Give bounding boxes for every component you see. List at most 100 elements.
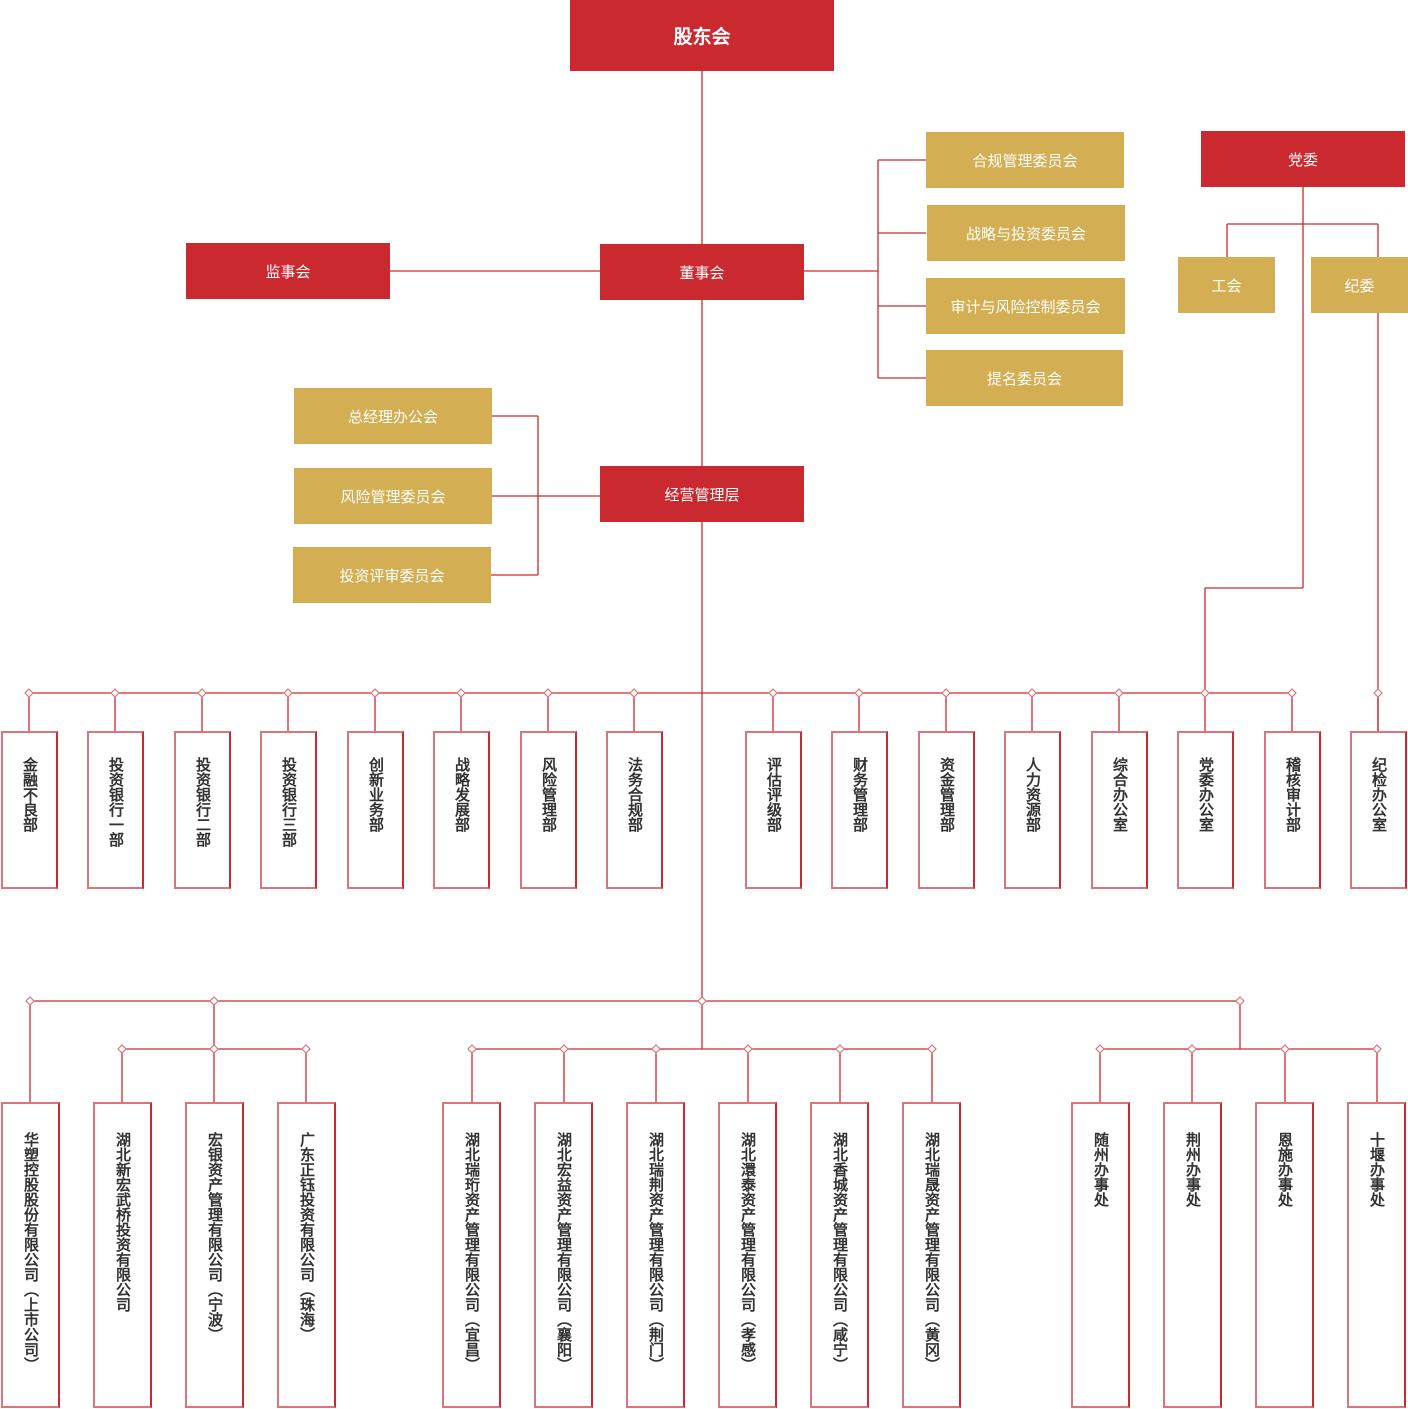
mgmt-committee-risk[interactable]: 风险管理委员会 — [294, 468, 492, 524]
department-box[interactable]: 财务管理部 — [831, 731, 888, 889]
diamond-node-marker — [370, 688, 380, 698]
diamond-node-marker — [543, 688, 553, 698]
supervisory-board-node[interactable]: 监事会 — [186, 243, 390, 299]
subsidiary-label: 湖北澴泰资产管理有限公司（孝感） — [739, 1132, 757, 1372]
department-label: 战略发展部 — [453, 757, 471, 832]
department-label: 财务管理部 — [851, 757, 869, 832]
shareholders-node[interactable]: 股东会 — [570, 0, 834, 71]
board-committee-label: 战略与投资委员会 — [965, 224, 1086, 243]
party-committee-node[interactable]: 党委 — [1201, 131, 1405, 187]
board-node[interactable]: 董事会 — [600, 244, 804, 300]
department-box[interactable]: 党委办公室 — [1177, 731, 1234, 889]
department-box[interactable]: 评估评级部 — [745, 731, 802, 889]
department-box[interactable]: 金融不良部 — [1, 731, 58, 889]
board-committee-audit-risk[interactable]: 审计与风险控制委员会 — [926, 278, 1125, 334]
subsidiary-box[interactable]: 广东正钰投资有限公司（珠海） — [277, 1102, 336, 1408]
board-committee-label: 审计与风险控制委员会 — [950, 297, 1101, 316]
diamond-node-marker — [1200, 688, 1210, 698]
department-box[interactable]: 投资银行三部 — [260, 731, 317, 889]
subsidiary-box[interactable]: 宏银资产管理有限公司（宁波） — [185, 1102, 244, 1408]
department-box[interactable]: 法务合规部 — [606, 731, 663, 889]
subsidiary-box[interactable]: 湖北瑞珩资产管理有限公司（宜昌） — [442, 1102, 501, 1408]
board-label: 董事会 — [679, 263, 725, 282]
diamond-node-marker — [117, 1044, 127, 1054]
department-box[interactable]: 资金管理部 — [918, 731, 975, 889]
diamond-node-marker — [1027, 688, 1037, 698]
subsidiary-label: 广东正钰投资有限公司（珠海） — [298, 1132, 316, 1342]
department-label: 投资银行一部 — [107, 757, 125, 847]
department-box[interactable]: 稽核审计部 — [1264, 731, 1321, 889]
board-committee-label: 提名委员会 — [986, 369, 1062, 388]
department-label: 投资银行二部 — [194, 757, 212, 847]
board-committee-compliance[interactable]: 合规管理委员会 — [926, 132, 1124, 188]
diamond-node-marker — [283, 688, 293, 698]
diamond-node-marker — [209, 996, 219, 1006]
management-label: 经营管理层 — [664, 485, 740, 504]
diamond-node-marker — [25, 996, 35, 1006]
diamond-node-marker — [651, 1044, 661, 1054]
subsidiary-box[interactable]: 随州办事处 — [1071, 1102, 1130, 1408]
discipline-committee-label: 纪委 — [1344, 276, 1375, 295]
subsidiary-label: 湖北瑞珩资产管理有限公司（宜昌） — [463, 1132, 481, 1372]
department-box[interactable]: 纪检办公室 — [1350, 731, 1407, 889]
diamond-node-marker — [1187, 1044, 1197, 1054]
union-node[interactable]: 工会 — [1178, 257, 1275, 313]
board-committee-strategy[interactable]: 战略与投资委员会 — [927, 205, 1125, 261]
department-label: 纪检办公室 — [1370, 757, 1388, 832]
subsidiary-box[interactable]: 湖北宏益资产管理有限公司（襄阳） — [534, 1102, 593, 1408]
department-box[interactable]: 创新业务部 — [347, 731, 404, 889]
subsidiary-label: 湖北瑞晟资产管理有限公司（黄冈） — [923, 1132, 941, 1372]
department-box[interactable]: 投资银行二部 — [174, 731, 231, 889]
subsidiary-label: 湖北宏益资产管理有限公司（襄阳） — [555, 1132, 573, 1372]
subsidiary-box[interactable]: 湖北瑞晟资产管理有限公司（黄冈） — [902, 1102, 961, 1408]
subsidiary-label: 华塑控股股份有限公司（上市公司） — [22, 1132, 40, 1372]
mgmt-committee-gm-office[interactable]: 总经理办公会 — [294, 388, 492, 444]
department-box[interactable]: 投资银行一部 — [87, 731, 144, 889]
diamond-node-marker — [1280, 1044, 1290, 1054]
department-label: 投资银行三部 — [280, 757, 298, 847]
diamond-node-marker — [301, 1044, 311, 1054]
diamond-node-marker — [1114, 688, 1124, 698]
department-box[interactable]: 人力资源部 — [1004, 731, 1061, 889]
board-committee-nomination[interactable]: 提名委员会 — [926, 350, 1123, 406]
subsidiary-box[interactable]: 恩施办事处 — [1255, 1102, 1314, 1408]
mgmt-committee-label: 投资评审委员会 — [339, 566, 445, 585]
department-box[interactable]: 战略发展部 — [433, 731, 490, 889]
subsidiary-box[interactable]: 华塑控股股份有限公司（上市公司） — [1, 1102, 60, 1408]
diamond-node-marker — [209, 1044, 219, 1054]
subsidiary-label: 湖北新宏武桥投资有限公司 — [114, 1132, 132, 1312]
diamond-node-marker — [854, 688, 864, 698]
diamond-node-marker — [1095, 1044, 1105, 1054]
subsidiary-label: 恩施办事处 — [1276, 1132, 1294, 1207]
diamond-node-marker — [1287, 688, 1297, 698]
subsidiary-box[interactable]: 荆州办事处 — [1163, 1102, 1222, 1408]
diamond-node-marker — [768, 688, 778, 698]
diamond-node-marker — [941, 688, 951, 698]
subsidiary-label: 荆州办事处 — [1184, 1132, 1202, 1207]
diamond-node-marker — [927, 1044, 937, 1054]
subsidiary-box[interactable]: 湖北瑞荆资产管理有限公司（荆门） — [626, 1102, 685, 1408]
subsidiary-box[interactable]: 十堰办事处 — [1347, 1102, 1406, 1408]
management-node[interactable]: 经营管理层 — [600, 466, 804, 522]
diamond-node-marker — [1372, 1044, 1382, 1054]
subsidiary-box[interactable]: 湖北新宏武桥投资有限公司 — [93, 1102, 152, 1408]
department-label: 人力资源部 — [1024, 757, 1042, 832]
department-label: 法务合规部 — [626, 757, 644, 832]
department-label: 金融不良部 — [21, 757, 39, 832]
subsidiary-box[interactable]: 湖北澴泰资产管理有限公司（孝感） — [718, 1102, 777, 1408]
department-box[interactable]: 综合办公室 — [1091, 731, 1148, 889]
subsidiary-label: 湖北香城资产管理有限公司（咸宁） — [831, 1132, 849, 1372]
diamond-node-marker — [697, 996, 707, 1006]
party-committee-label: 党委 — [1287, 150, 1318, 169]
board-committee-label: 合规管理委员会 — [972, 151, 1078, 170]
department-label: 评估评级部 — [765, 757, 783, 832]
mgmt-committee-investment-review[interactable]: 投资评审委员会 — [293, 547, 491, 603]
subsidiary-label: 十堰办事处 — [1368, 1132, 1386, 1207]
department-label: 资金管理部 — [938, 757, 956, 832]
subsidiary-label: 湖北瑞荆资产管理有限公司（荆门） — [647, 1132, 665, 1372]
department-box[interactable]: 风险管理部 — [520, 731, 577, 889]
discipline-committee-node[interactable]: 纪委 — [1311, 257, 1408, 313]
subsidiary-box[interactable]: 湖北香城资产管理有限公司（咸宁） — [810, 1102, 869, 1408]
mgmt-committee-label: 风险管理委员会 — [340, 487, 446, 506]
diamond-node-marker — [467, 1044, 477, 1054]
